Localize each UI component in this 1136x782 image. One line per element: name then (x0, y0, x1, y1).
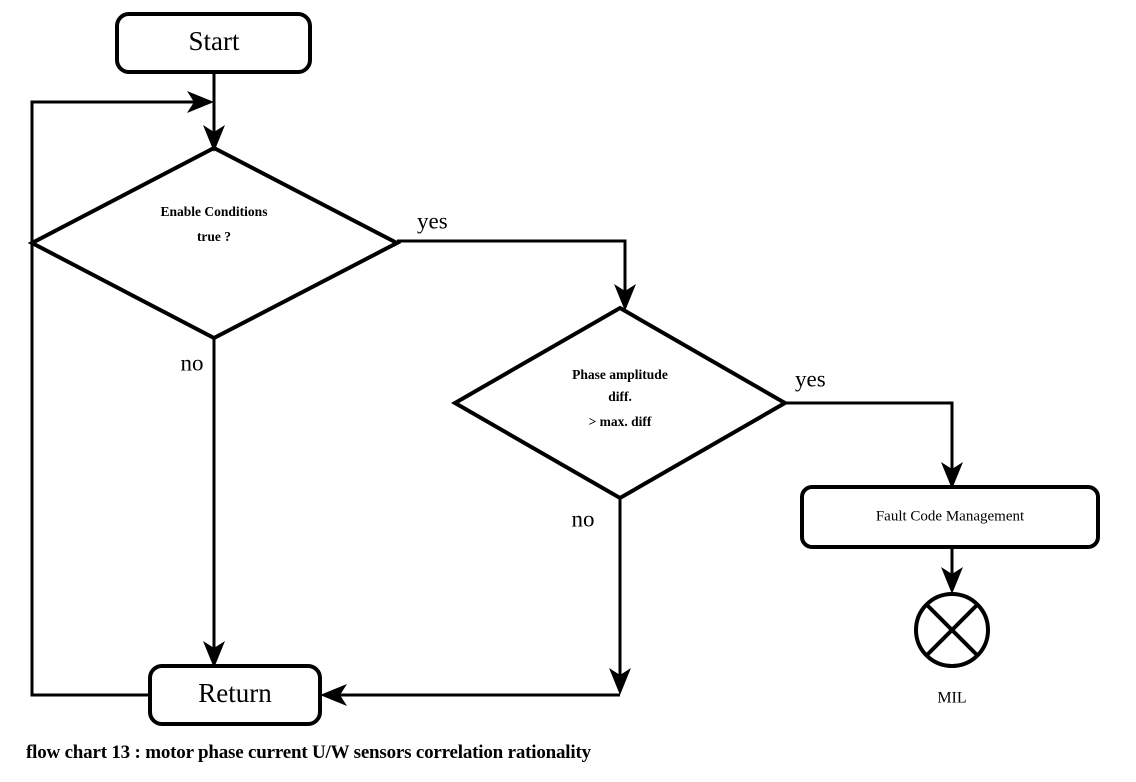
node-decision-enable-line2: true ? (197, 229, 231, 244)
node-return[interactable]: Return (148, 664, 322, 726)
branch-label-phase-yes: yes (795, 366, 826, 391)
connector-phase-no-to-return (320, 498, 631, 706)
node-decision-phase-amplitude[interactable]: Phase amplitude diff. > max. diff (450, 305, 790, 501)
node-start-label: Start (189, 26, 240, 56)
connector-start-to-enable (203, 72, 225, 152)
node-fault-code-management[interactable]: Fault Code Management (800, 485, 1100, 549)
branch-label-phase-no: no (572, 506, 595, 531)
branch-label-enable-no: no (181, 350, 204, 375)
mil-x-stroke-2 (925, 603, 979, 657)
branch-label-enable-yes: yes (417, 208, 448, 233)
connector-return-feedback-loop (30, 91, 214, 697)
node-fault-code-management-label: Fault Code Management (876, 508, 1025, 524)
node-decision-phase-line1: Phase amplitude (572, 367, 668, 382)
mil-circle-icon (914, 592, 990, 668)
connector-fault-code-to-mil (941, 547, 963, 594)
diagram-caption: flow chart 13 : motor phase current U/W … (26, 742, 591, 763)
node-decision-enable-conditions[interactable]: Enable Conditions true ? (27, 145, 402, 341)
connector-enable-no-to-return (203, 338, 225, 668)
connector-enable-yes-to-phase (397, 239, 636, 311)
node-decision-phase-line2: diff. (608, 389, 632, 404)
node-mil-label: MIL (937, 690, 966, 707)
connector-phase-yes-to-fault-code (785, 401, 963, 489)
node-return-label: Return (198, 678, 272, 708)
node-start[interactable]: Start (115, 12, 312, 74)
node-mil-indicator[interactable]: MIL (914, 592, 990, 707)
node-decision-phase-line3: > max. diff (589, 414, 652, 429)
node-decision-enable-line1: Enable Conditions (161, 204, 268, 219)
